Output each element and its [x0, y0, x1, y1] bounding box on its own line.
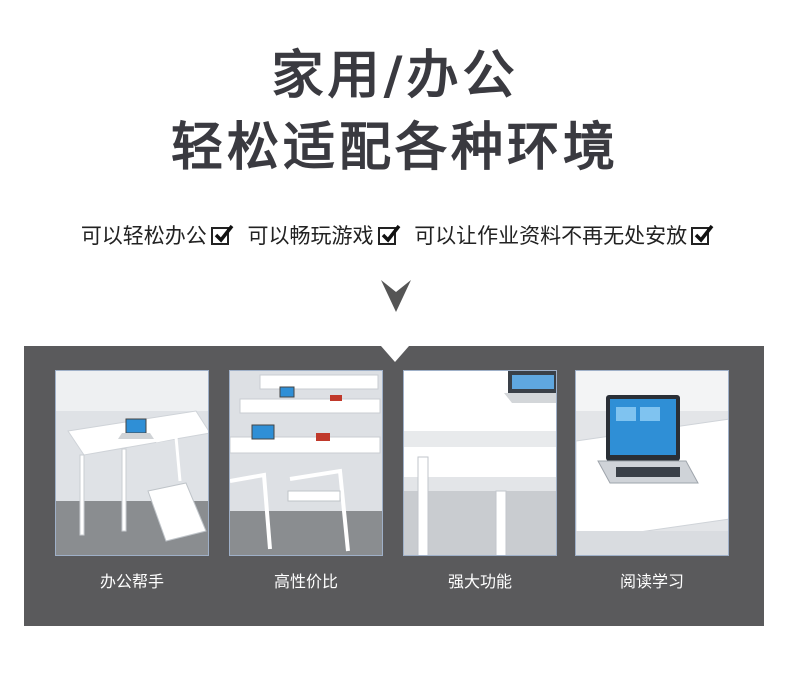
card-label: 强大功能	[447, 572, 512, 591]
check-icon	[377, 224, 400, 245]
scenario-image-value	[229, 370, 383, 556]
card-label: 阅读学习	[619, 572, 684, 591]
feature-item-storage: 可以让作业资料不再无处安放	[414, 220, 714, 250]
feature-text: 可以轻松办公	[80, 224, 207, 248]
scenario-image-office	[55, 370, 209, 556]
down-arrow-icon	[381, 280, 411, 312]
check-icon	[210, 224, 234, 245]
scenario-image-reading	[575, 370, 729, 556]
feature-text: 可以畅玩游戏	[247, 224, 374, 248]
card-label: 办公帮手	[99, 572, 164, 591]
headline-line-1: 家用/办公	[271, 46, 519, 106]
feature-text: 可以让作业资料不再无处安放	[414, 224, 688, 248]
panel-notch	[381, 346, 409, 362]
headline-line-2: 轻松适配各种环境	[170, 118, 619, 178]
check-icon	[691, 224, 714, 245]
scenario-image-function	[403, 370, 557, 556]
feature-item-game: 可以畅玩游戏	[247, 220, 400, 250]
feature-item-office: 可以轻松办公	[80, 220, 234, 250]
feature-list: 可以轻松办公 可以畅玩游戏 可以让作业资料不再无处安放	[0, 220, 790, 250]
card-label: 高性价比	[273, 572, 338, 591]
